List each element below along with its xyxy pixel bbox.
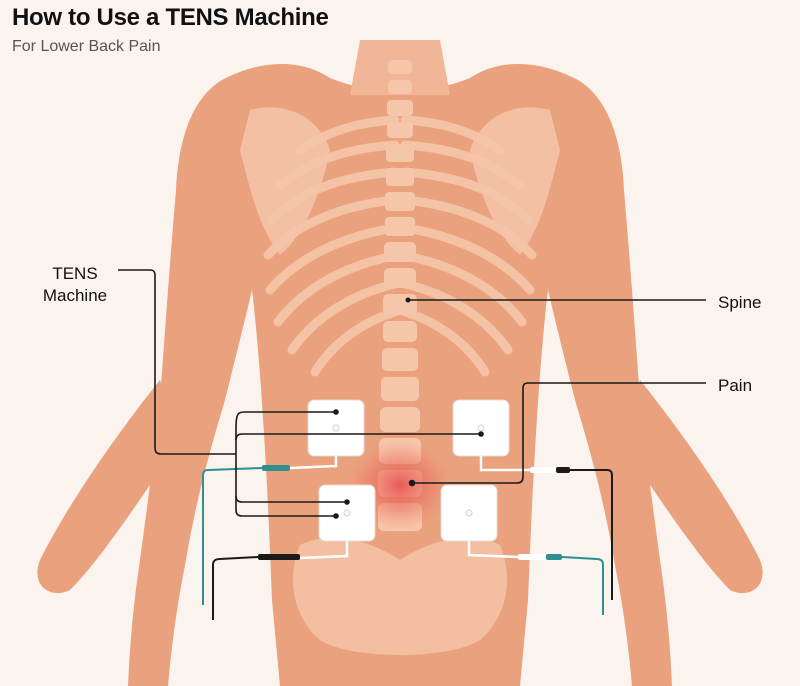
diagram-subtitle: For Lower Back Pain <box>12 38 161 55</box>
cable-connectors <box>258 465 570 560</box>
pain-callout-line <box>408 382 706 487</box>
pain-label: Pain <box>718 376 753 395</box>
tens-machine-label: TENS Machine <box>20 263 130 307</box>
spine-label: Spine <box>718 293 762 312</box>
diagram-title: How to Use a TENS Machine <box>12 4 329 31</box>
pad-lower-left <box>318 484 376 542</box>
pad-leads <box>289 456 530 560</box>
pad-lower-right <box>440 484 498 542</box>
tens-label-line1: TENS <box>52 264 98 283</box>
machine-cables <box>202 467 613 620</box>
electrode-pads <box>307 399 510 542</box>
left-forearm <box>37 380 181 594</box>
pad-upper-left <box>307 399 365 457</box>
rib-cage <box>263 115 537 377</box>
spine-callout-line <box>405 297 706 303</box>
pad-upper-right <box>452 399 510 457</box>
tens-label-line2: Machine <box>42 286 108 305</box>
right-forearm <box>620 380 763 594</box>
pelvis <box>292 537 508 655</box>
tens-callout-lines <box>118 269 484 519</box>
